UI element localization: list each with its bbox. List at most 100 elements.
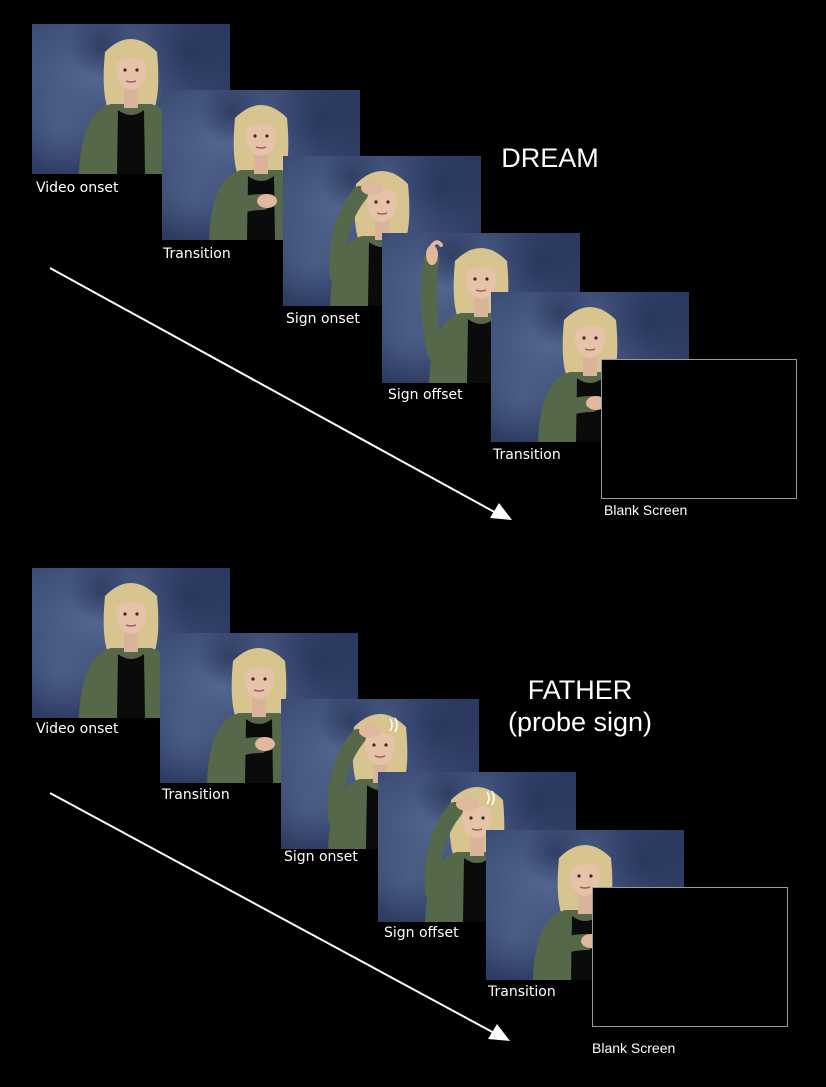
face (116, 50, 146, 90)
shirt (117, 654, 145, 718)
mouth (374, 755, 386, 758)
motion-mark (486, 791, 490, 805)
frame-label: Transition (488, 984, 556, 1000)
blank-screen-label: Blank Screen (592, 1040, 676, 1056)
neck (254, 152, 268, 174)
mouth (471, 828, 483, 831)
blank-screen (592, 887, 788, 1027)
face (570, 856, 600, 896)
eye (582, 336, 586, 340)
time-arrow-head (488, 1024, 510, 1041)
face (244, 659, 274, 699)
mouth (255, 146, 267, 149)
eye (123, 612, 127, 616)
frame-label: Video onset (36, 721, 119, 737)
fringe (113, 584, 149, 608)
eye (594, 336, 598, 340)
eye (485, 277, 489, 281)
frame-label: Transition (493, 447, 561, 463)
fringe (572, 308, 608, 332)
eye (253, 134, 257, 138)
hand (359, 724, 381, 738)
mouth (253, 689, 265, 692)
neck (474, 295, 488, 317)
eye (263, 677, 267, 681)
time-arrow (49, 267, 512, 520)
arm (420, 253, 443, 361)
eye (384, 743, 388, 747)
face (466, 259, 496, 299)
sign-word-subtitle: (probe sign) (507, 707, 653, 737)
sign-word-title: FATHER (527, 675, 633, 705)
fringe (113, 40, 149, 64)
eye (481, 816, 485, 820)
time-arrow (49, 792, 510, 1041)
face (246, 116, 276, 156)
hand (361, 181, 383, 195)
hand (257, 194, 277, 208)
fringe (463, 249, 499, 273)
mouth (584, 348, 596, 351)
frame-label: Video onset (36, 180, 119, 196)
mouth (125, 624, 137, 627)
mouth (125, 80, 137, 83)
mouth (376, 212, 388, 215)
frame-label: Transition (162, 787, 230, 803)
frame-label: Transition (163, 246, 231, 262)
eye (135, 68, 139, 72)
arm (327, 729, 366, 827)
hand (426, 245, 438, 265)
sign-word: DREAM (470, 142, 630, 174)
time-arrow-line (49, 792, 497, 1035)
signer-figure (79, 583, 183, 718)
eye (473, 277, 477, 281)
shirt (467, 319, 495, 383)
hand (255, 737, 275, 751)
fringe (241, 649, 277, 673)
motion-mark (491, 790, 495, 806)
sign-word-title: DREAM (501, 143, 599, 173)
fringe (243, 106, 279, 130)
blank-screen (601, 359, 797, 499)
eye (135, 612, 139, 616)
eye (265, 134, 269, 138)
shirt (117, 110, 145, 174)
sign-word: FATHER (probe sign) (490, 674, 670, 738)
sequence-dream: Video onset Transition Sign onset Sign o… (0, 0, 826, 540)
eye (123, 68, 127, 72)
eye (589, 874, 593, 878)
frame-label: Sign onset (286, 311, 360, 327)
finger (430, 240, 443, 248)
eye (469, 816, 473, 820)
frame-label: Sign offset (388, 387, 463, 403)
sequence-father: Video onset Transition Sign onset Sign o… (0, 544, 826, 1087)
neck (583, 354, 597, 376)
eye (386, 200, 390, 204)
motion-mark (389, 718, 393, 732)
blank-screen-label: Blank Screen (604, 502, 688, 518)
neck (470, 834, 484, 856)
frame-label: Sign onset (284, 849, 358, 865)
face (116, 594, 146, 634)
eye (577, 874, 581, 878)
time-arrow-line (49, 267, 499, 515)
motion-mark (394, 717, 398, 733)
shirt (463, 858, 491, 922)
fringe (567, 846, 603, 870)
time-arrow-head (490, 503, 512, 520)
mouth (579, 886, 591, 889)
arm (329, 186, 368, 284)
neck (578, 892, 592, 914)
eye (372, 743, 376, 747)
neck (124, 86, 138, 108)
frame-label: Sign offset (384, 925, 459, 941)
mouth (475, 289, 487, 292)
arm (424, 802, 463, 900)
hand (456, 797, 478, 811)
neck (252, 695, 266, 717)
face (575, 318, 605, 358)
signer-figure (79, 39, 183, 174)
neck (124, 630, 138, 652)
eye (251, 677, 255, 681)
eye (374, 200, 378, 204)
